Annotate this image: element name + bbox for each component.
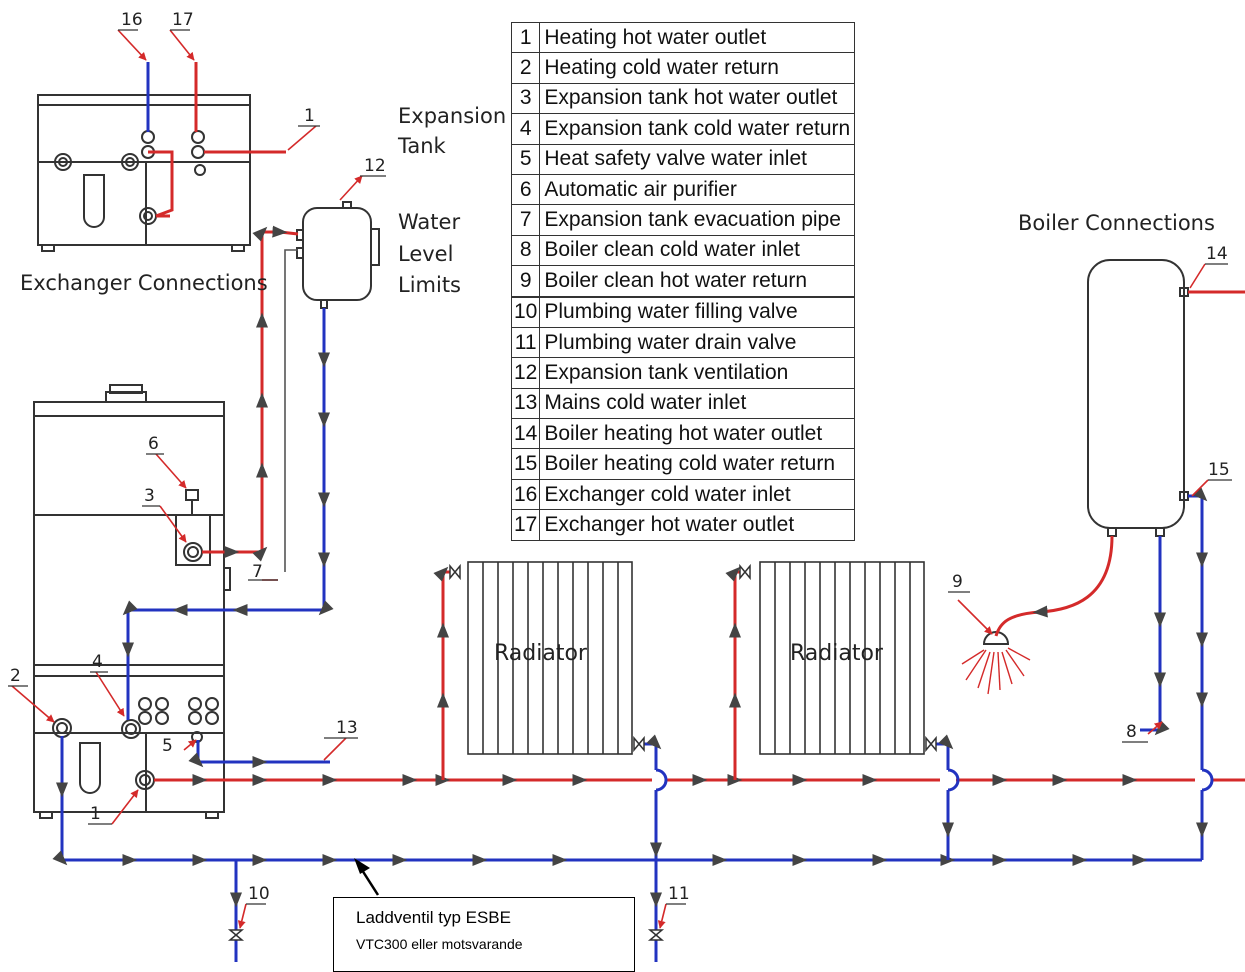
water-level-limits-label: Water Level Limits [398, 210, 461, 297]
legend-text: Exchanger cold water inlet [539, 478, 856, 511]
radiator-1 [467, 561, 633, 755]
callout-17: 17 [172, 10, 194, 30]
callout-6: 6 [148, 434, 159, 454]
legend-text: Boiler heating hot water outlet [539, 418, 856, 450]
legend-number: 11 [510, 326, 541, 359]
exchanger-unit [37, 94, 251, 252]
shower-head [961, 631, 1031, 695]
valves [227, 563, 937, 941]
callout-3: 3 [144, 486, 155, 506]
note-line-1: Laddventil typ ESBE [356, 908, 511, 927]
boiler-connections-label: Boiler Connections [1018, 211, 1215, 235]
legend-number: 7 [510, 204, 541, 236]
callout-9: 9 [952, 572, 963, 592]
callout-13: 13 [336, 718, 358, 738]
legend-text: Boiler clean hot water return [539, 265, 856, 298]
legend-text: Boiler clean cold water inlet [539, 234, 856, 267]
legend-number: 2 [510, 52, 541, 84]
callout-7: 7 [252, 562, 263, 582]
callout-leaders [11, 29, 1209, 929]
evacuation-pipe [284, 249, 298, 572]
legend-number: 6 [510, 173, 541, 206]
callout-10: 10 [248, 884, 270, 904]
note-pointer-head [354, 858, 370, 874]
legend-number: 10 [510, 295, 541, 328]
boiler-tank [1087, 259, 1189, 537]
legend-text: Automatic air purifier [539, 173, 856, 206]
expansion-tank-label: Expansion Tank [398, 104, 507, 159]
callout-1-bottom: 1 [90, 804, 101, 824]
radiator-2-label: Radiator [790, 641, 883, 666]
legend-number: 13 [510, 387, 541, 420]
callout-4: 4 [92, 652, 103, 672]
legend-number: 15 [510, 448, 541, 480]
legend-text: Heating hot water outlet [539, 21, 856, 54]
callout-12: 12 [364, 156, 386, 176]
callout-11: 11 [668, 884, 690, 904]
note-line-2: VTC300 eller motsvarande [356, 936, 523, 952]
legend-text: Expansion tank cold water return [539, 113, 856, 145]
legend-text: Mains cold water inlet [539, 387, 856, 420]
legend-number: 9 [510, 265, 541, 298]
callout-2: 2 [10, 666, 21, 686]
expansion-tank [296, 201, 380, 309]
legend-text: Expansion tank ventilation [539, 357, 856, 389]
legend-number: 14 [510, 418, 541, 450]
callout-8: 8 [1126, 722, 1137, 742]
legend-number: 12 [510, 357, 541, 389]
legend-text: Heat safety valve water inlet [539, 143, 856, 175]
legend-number: 8 [510, 234, 541, 267]
legend-text: Expansion tank evacuation pipe [539, 204, 856, 236]
legend-number: 17 [510, 509, 541, 541]
note-pointer [360, 869, 380, 896]
exchanger-connections-label: Exchanger Connections [20, 271, 268, 295]
valve-note-box: Laddventil typ ESBE VTC300 eller motsvar… [333, 897, 635, 972]
callout-15: 15 [1208, 460, 1230, 480]
legend-number: 4 [510, 113, 541, 145]
radiator-2 [759, 561, 925, 755]
legend-text: Exchanger hot water outlet [539, 509, 856, 541]
legend-number: 1 [510, 21, 541, 54]
radiator-1-label: Radiator [494, 641, 587, 666]
legend-text: Heating cold water return [539, 52, 856, 84]
callout-14: 14 [1206, 244, 1228, 264]
callout-1-top: 1 [304, 106, 315, 126]
legend-number: 5 [510, 143, 541, 175]
callout-16: 16 [121, 10, 143, 30]
exchanger-pipes [146, 62, 286, 218]
callout-underlines [8, 29, 1232, 905]
legend-text: Boiler heating cold water return [539, 448, 856, 480]
callout-5: 5 [162, 736, 173, 756]
legend-text: Expansion tank hot water outlet [539, 82, 856, 115]
legend-text: Plumbing water filling valve [539, 295, 856, 328]
legend-text: Plumbing water drain valve [539, 326, 856, 359]
legend-number: 3 [510, 82, 541, 115]
legend-number: 16 [510, 478, 541, 511]
